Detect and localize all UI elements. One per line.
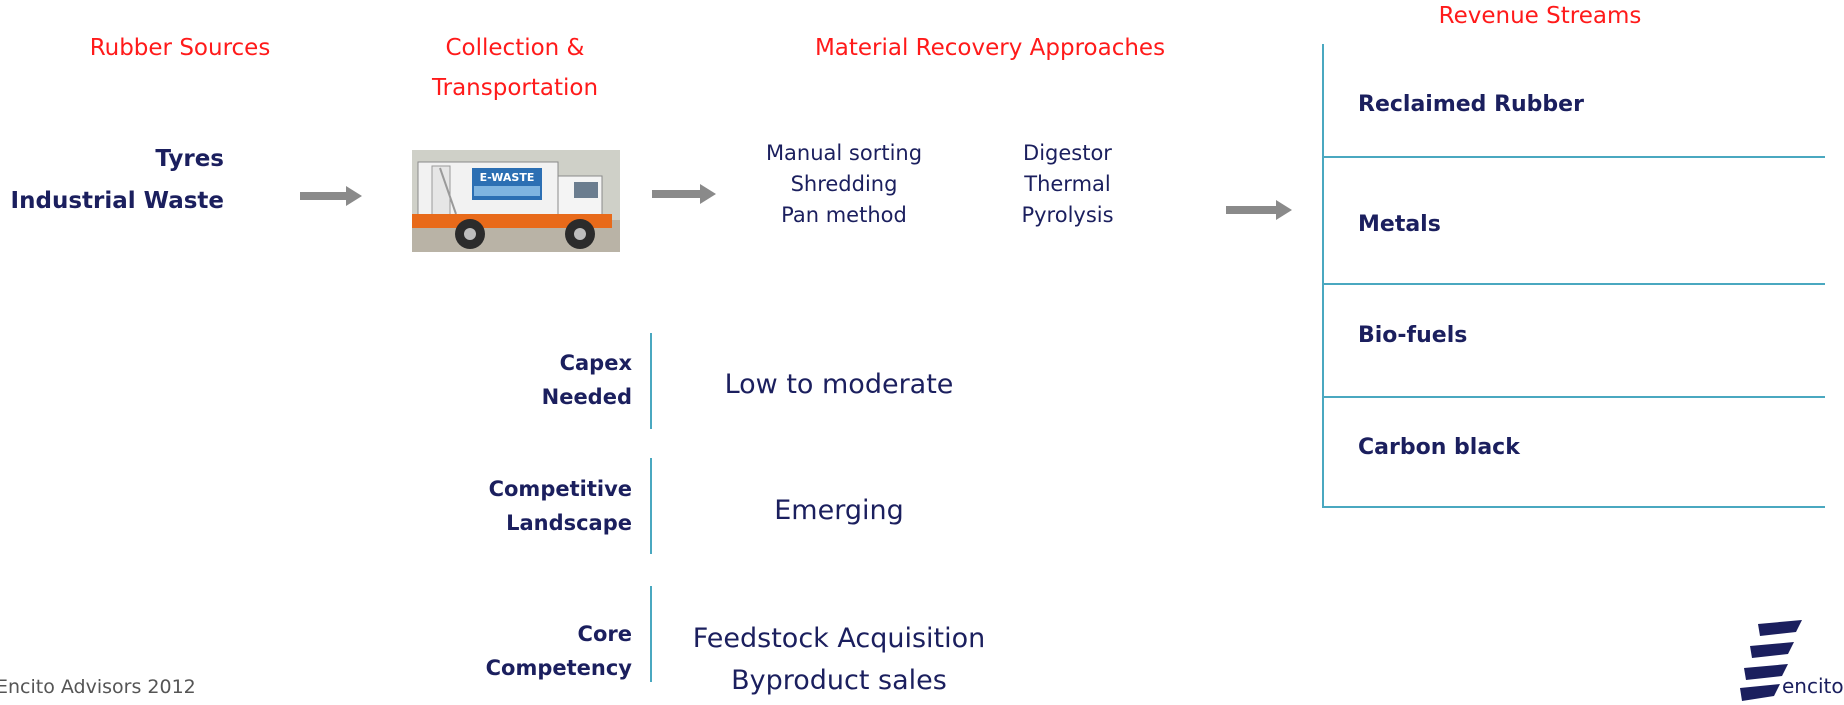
revenue-row-divider — [1322, 156, 1825, 158]
flow-arrow — [300, 186, 362, 206]
method-item: Digestor — [1023, 141, 1112, 165]
logo-wordmark: encito — [1782, 674, 1844, 698]
revenue-item: Metals — [1358, 212, 1441, 237]
garbage-truck-image: E-WASTE — [412, 150, 620, 252]
revenue-item: Reclaimed Rubber — [1358, 92, 1584, 117]
method-item: Pyrolysis — [1021, 203, 1114, 227]
revenue-row-divider — [1322, 396, 1825, 398]
revenue-item: Bio-fuels — [1358, 323, 1468, 348]
sources-list: Tyres Industrial Waste — [0, 138, 224, 222]
revenue-row-divider — [1322, 506, 1825, 508]
revenue-item: Carbon black — [1358, 435, 1520, 460]
footer-copyright: Encito Advisors 2012 — [0, 676, 196, 698]
encito-logo: encito — [1740, 620, 1844, 701]
metric-label-core: Core Competency — [485, 622, 632, 680]
metric-divider — [650, 333, 652, 429]
metric-label-capex: Capex Needed — [541, 351, 632, 409]
header-collection-transportation: Collection & Transportation — [431, 35, 599, 101]
method-item: Shredding — [790, 172, 898, 196]
metric-value-core: Feedstock Acquisition Byproduct sales — [692, 623, 986, 696]
header-rubber-sources: Rubber Sources — [89, 35, 271, 61]
header-material-recovery: Material Recovery Approaches — [814, 35, 1166, 61]
revenue-left-rule — [1322, 44, 1324, 508]
methods-column-left: Manual sorting Shredding Pan method — [744, 138, 944, 231]
method-item: Manual sorting — [765, 141, 923, 165]
metric-label-competitive: Competitive Landscape — [488, 477, 632, 535]
flow-arrow — [652, 184, 718, 204]
revenue-row-divider — [1322, 283, 1825, 285]
flow-arrow — [1226, 200, 1294, 220]
header-revenue-streams: Revenue Streams — [1438, 3, 1642, 29]
metric-divider — [650, 586, 652, 682]
metric-value-competitive: Emerging — [774, 495, 904, 526]
method-item: Pan method — [781, 203, 907, 227]
truck-label: E-WASTE — [480, 171, 535, 184]
source-item: Tyres — [155, 146, 224, 172]
methods-column-right: Digestor Thermal Pyrolysis — [1000, 138, 1135, 231]
metric-divider — [650, 458, 652, 554]
metric-value-capex: Low to moderate — [724, 369, 954, 400]
source-item: Industrial Waste — [10, 188, 224, 214]
method-item: Thermal — [1024, 172, 1111, 196]
